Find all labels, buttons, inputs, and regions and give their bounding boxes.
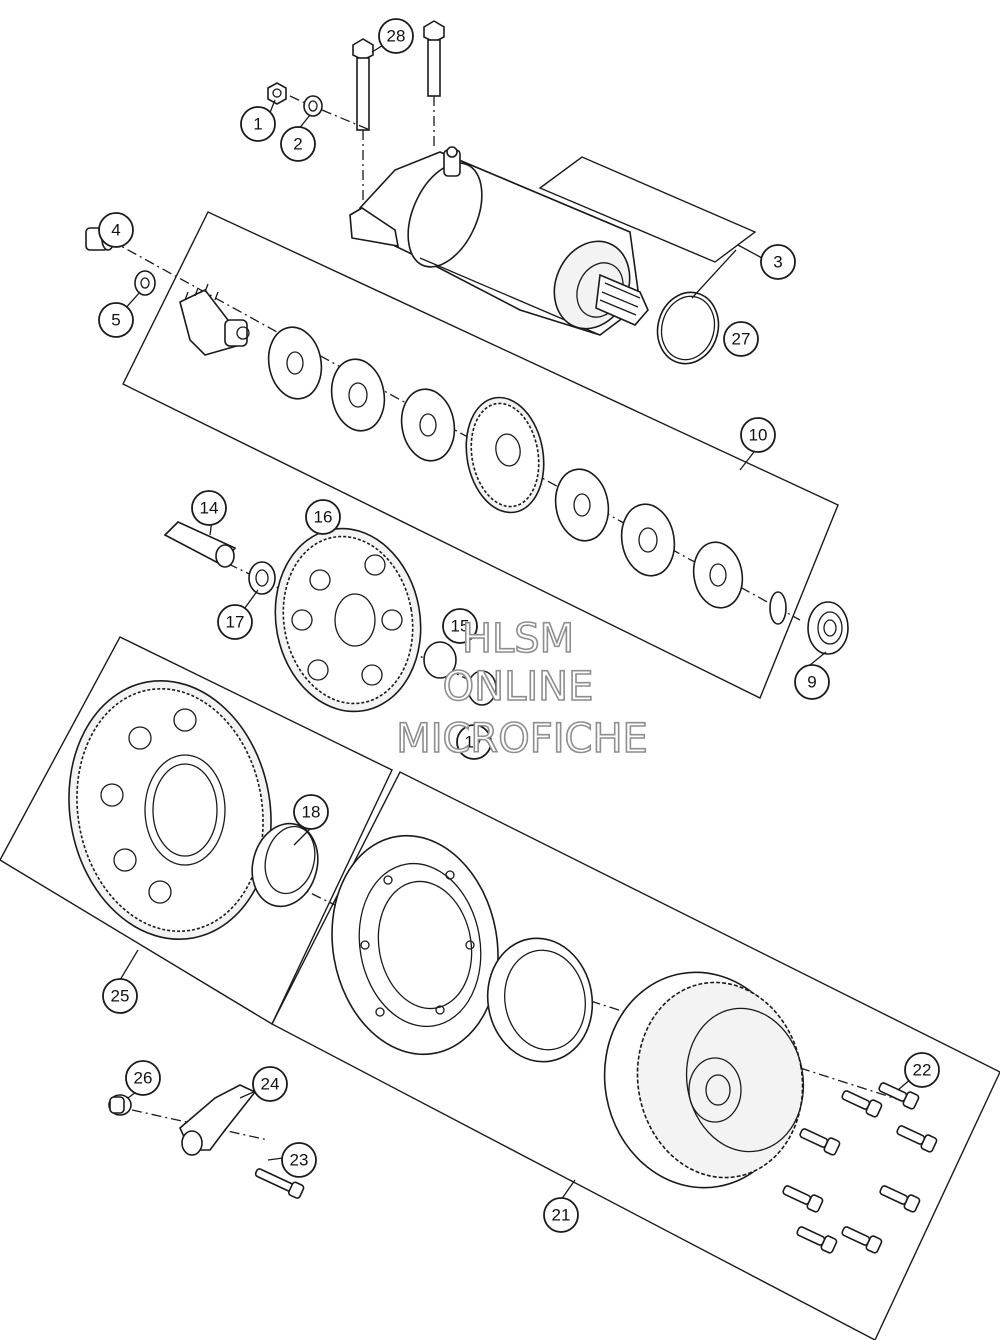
svg-text:16: 16: [314, 508, 333, 527]
starter-gear-assembly: [68, 680, 336, 940]
idler-gear-assembly: [85, 227, 849, 655]
group-box-starter-gear: [0, 636, 393, 1025]
svg-text:27: 27: [732, 330, 751, 349]
svg-text:26: 26: [134, 1069, 153, 1088]
group-box-flywheel: [271, 771, 1000, 1340]
flywheel-assembly: [331, 834, 901, 1189]
callout-27: 28: [378, 18, 414, 54]
svg-text:5: 5: [111, 311, 120, 330]
svg-text:9: 9: [807, 673, 816, 692]
svg-text:14: 14: [200, 499, 219, 518]
group-box-starter-motor: [538, 156, 757, 263]
callout-17-upper: 17: [217, 604, 253, 640]
svg-text:4: 4: [111, 221, 120, 240]
callout-15: 15: [442, 608, 478, 644]
svg-text:28: 28: [387, 27, 406, 46]
svg-text:18: 18: [302, 803, 321, 822]
starter-bolts: [352, 20, 445, 205]
bracket-assembly: [108, 1084, 305, 1199]
callout-2: 2: [280, 126, 316, 162]
svg-text:10: 10: [749, 426, 768, 445]
callout-22: 22: [904, 1052, 940, 1088]
callout-21: 21: [543, 1197, 579, 1233]
flywheel-bolts: [782, 1082, 938, 1254]
callout-14: 14: [191, 490, 227, 526]
callout-1: 1: [240, 106, 276, 142]
callout-10: 10: [740, 417, 776, 453]
svg-text:17: 17: [226, 613, 245, 632]
watermark-line-2: ONLINE: [443, 664, 594, 710]
svg-text:17: 17: [465, 733, 484, 752]
callout-3: 3: [760, 244, 796, 280]
svg-text:21: 21: [552, 1206, 571, 1225]
callout-5: 5: [98, 302, 134, 338]
watermark: HLSM ONLINE MICROFICHE: [395, 615, 648, 763]
starter-motor: [349, 146, 649, 336]
svg-text:3: 3: [773, 253, 782, 272]
callout-24: 23: [281, 1142, 317, 1178]
callout-25: 24: [252, 1066, 288, 1102]
watermark-line-1: HLSM: [462, 616, 574, 662]
callout-28: 27: [723, 321, 759, 357]
callout-23: 25: [102, 978, 138, 1014]
group-boxes: [0, 156, 1000, 1340]
svg-text:24: 24: [261, 1075, 280, 1094]
svg-text:22: 22: [913, 1061, 932, 1080]
svg-text:23: 23: [290, 1151, 309, 1170]
callout-18: 18: [293, 794, 329, 830]
callout-16: 16: [305, 499, 341, 535]
callout-17-lower: 17: [456, 724, 492, 760]
gear-16-assembly: [163, 521, 497, 713]
nut-and-washer: [267, 82, 371, 131]
callout-4: 4: [98, 212, 134, 248]
group-box-idler-gear: [122, 211, 839, 699]
svg-text:15: 15: [451, 617, 470, 636]
svg-text:25: 25: [111, 987, 130, 1006]
o-ring: [656, 291, 720, 365]
svg-text:2: 2: [293, 135, 302, 154]
callout-26: 26: [125, 1060, 161, 1096]
svg-text:1: 1: [253, 115, 262, 134]
watermark-line-3: MICROFICHE: [396, 716, 648, 762]
callout-9: 9: [794, 664, 830, 700]
